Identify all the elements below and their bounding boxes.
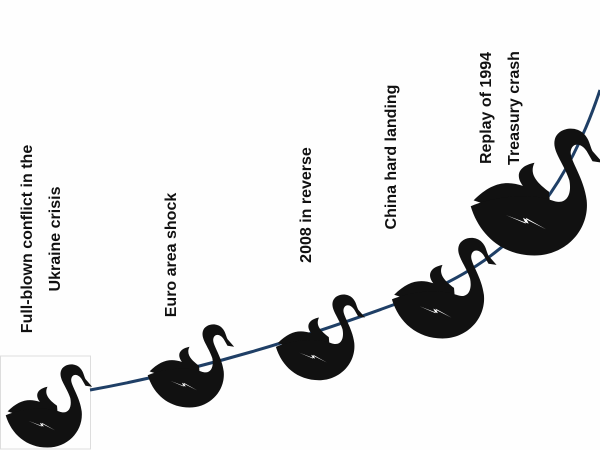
swan-label: Ukraine crisis: [47, 186, 64, 291]
swan-label: Treasury crash: [506, 51, 523, 165]
black-swan-icon: [5, 364, 93, 448]
lightning-bolt-icon: [170, 380, 198, 391]
black-swan-icon: [391, 237, 497, 339]
swan-label: 2008 in reverse: [298, 147, 315, 263]
swan-label: Replay of 1994: [478, 52, 495, 164]
lightning-bolt-icon: [419, 306, 452, 318]
swan-label: China hard landing: [383, 85, 400, 230]
swan-label: Euro area shock: [163, 193, 180, 318]
lightning-bolt-icon: [299, 352, 327, 363]
black-swan-icon: [147, 324, 235, 408]
lightning-bolt-icon: [505, 214, 547, 230]
black-swan-icon: [275, 294, 366, 381]
lightning-bolt-icon: [28, 420, 56, 431]
image-frame: [0, 355, 91, 450]
swan-label: Full-blown conflict in the: [19, 145, 36, 334]
